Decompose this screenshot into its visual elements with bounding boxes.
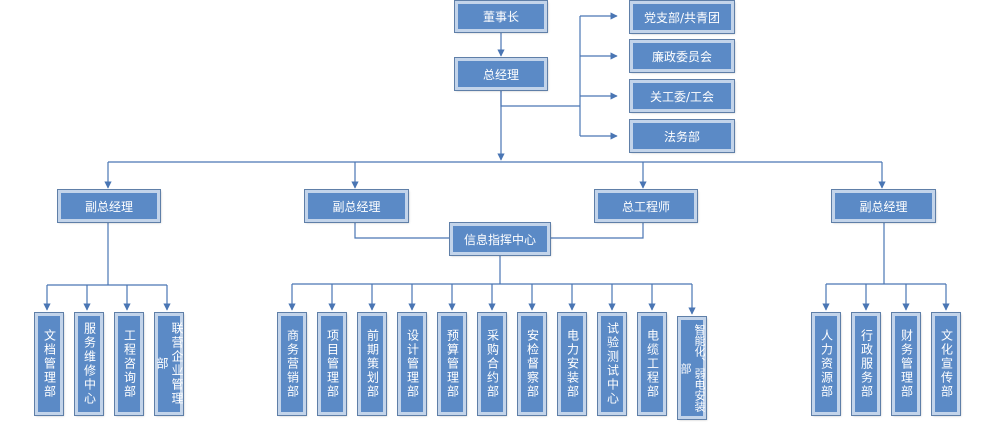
chief-engineer-box: 总工程师 [594, 189, 698, 223]
integrity-committee-box: 廉政委员会 [629, 39, 735, 73]
info-command-center-box: 信息指挥中心 [449, 222, 551, 256]
party-branch-box: 党支部/共青团 [629, 0, 735, 34]
right-dept-box: 行政服务部 [851, 312, 881, 416]
vp-middle-box: 副总经理 [304, 189, 409, 223]
middle-dept-box: 试验测试中心 [597, 312, 627, 416]
middle-dept-box: 商务营销部 [277, 312, 307, 416]
vp-left-box: 副总经理 [57, 189, 161, 223]
middle-dept-box: 前期策划部 [357, 312, 387, 416]
middle-dept-box: 设计管理部 [397, 312, 427, 416]
middle-dept-box: 电缆工程部 [637, 312, 667, 416]
middle-dept-box: 电力安装部 [557, 312, 587, 416]
left-dept-box: 工程咨询部 [114, 312, 144, 416]
right-dept-box: 文化宣传部 [931, 312, 961, 416]
left-dept-box: 服务维修中心 [74, 312, 104, 416]
vp-right-box: 副总经理 [831, 189, 936, 223]
left-dept-box: 文档管理部 [34, 312, 64, 416]
general-manager-box: 总经理 [454, 57, 548, 91]
right-dept-box: 财务管理部 [891, 312, 921, 416]
chairman-box: 董事长 [454, 0, 548, 33]
legal-department-box: 法务部 [629, 119, 735, 153]
middle-dept-box: 智能化、弱电安装部 [677, 316, 707, 420]
middle-dept-box: 项目管理部 [317, 312, 347, 416]
labor-union-box: 关工委/工会 [629, 79, 735, 113]
left-dept-box: 联营企业管理部 [154, 312, 184, 416]
middle-dept-box: 预算管理部 [437, 312, 467, 416]
right-dept-box: 人力资源部 [811, 312, 841, 416]
middle-dept-box: 采购合约部 [477, 312, 507, 416]
middle-dept-box: 安检督察部 [517, 312, 547, 416]
